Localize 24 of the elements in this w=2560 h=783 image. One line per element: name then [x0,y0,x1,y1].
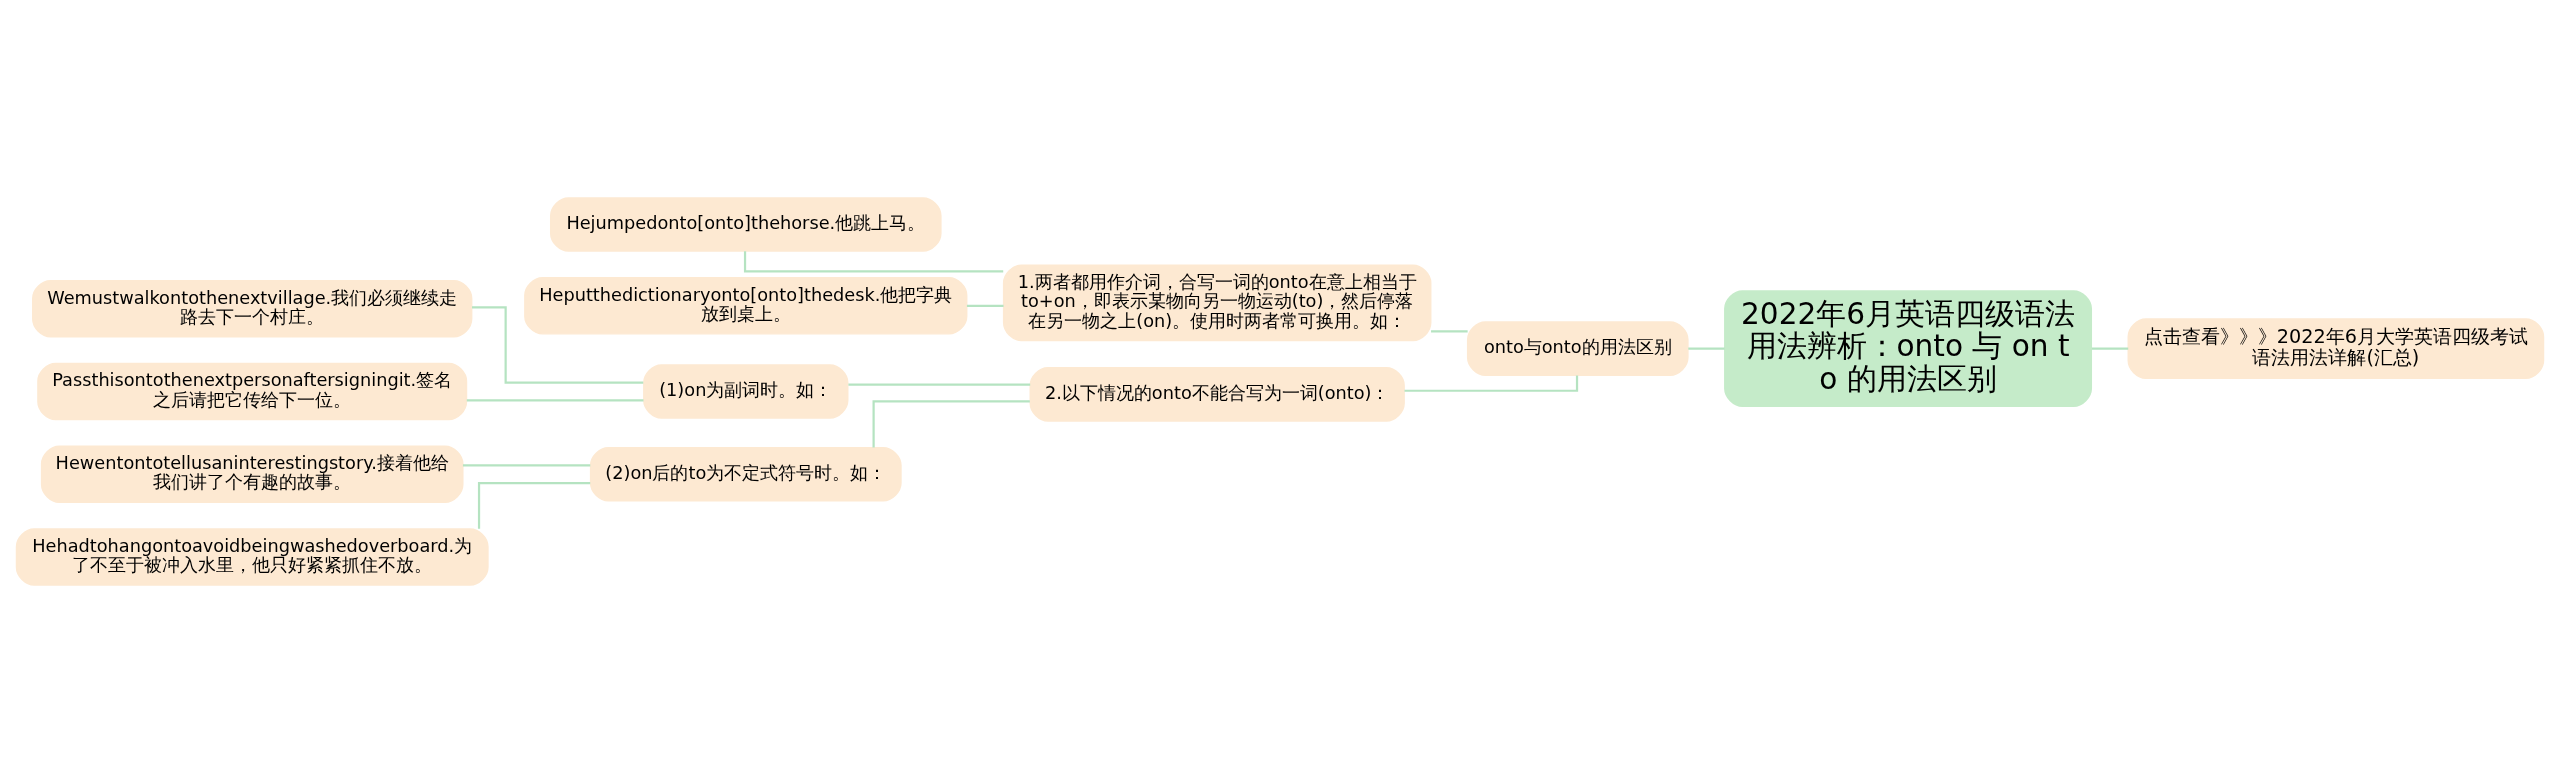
node-box: 1.两者都用作介词，合写一词的onto在意上相当于to+on，即表示某物向另一物运动(to)，然后停落在另一物之上(on)。使用时两者常可换用。如： [1002,264,1432,342]
connector [848,383,1031,386]
node-box: Hehadtohangontoavoidbeingwashedoverboard.为了不至于被冲入水里，他只好紧紧抓住不放。 [15,528,489,586]
node-box: (2)on后的to为不定式符号时。如： [589,446,902,502]
node-box: Passthisontothenextpersonaftersigningit.签名之后请把它传给下一位。 [37,362,468,421]
connector [477,482,591,529]
node-box: Hejumpedonto[onto]thehorse.他跳上马。 [550,197,942,252]
connector [1404,375,1579,392]
node-box: onto与onto的用法区别 [1466,321,1689,376]
node-box: Hewentontotellusaninterestingstory.接着他给我们讲了个有趣的故事。 [40,445,464,504]
node-box: Heputthedictionaryonto[onto]thedesk.他把字典放到桌上。 [524,276,968,335]
connector [1688,347,1725,350]
connector [466,399,644,402]
connector [2091,347,2129,350]
connector [462,464,591,467]
node-box: 2.以下情况的onto不能合写为一词(onto)： [1029,367,1405,422]
node-box: (1)on为副词时。如： [643,364,849,419]
node-box: 2022年6月英语四级语法用法辨析：onto 与 on to 的用法区别 [1724,290,2093,407]
node-box: Wemustwalkontothenextvillage.我们必须继续走路去下一个村庄。 [32,279,473,338]
connector [743,251,1004,273]
connector [966,304,1004,307]
connector [872,400,1030,448]
connector [1431,330,1468,333]
node-box: 点击查看》》》2022年6月大学英语四级考试语法用法详解(汇总) [2127,318,2545,379]
